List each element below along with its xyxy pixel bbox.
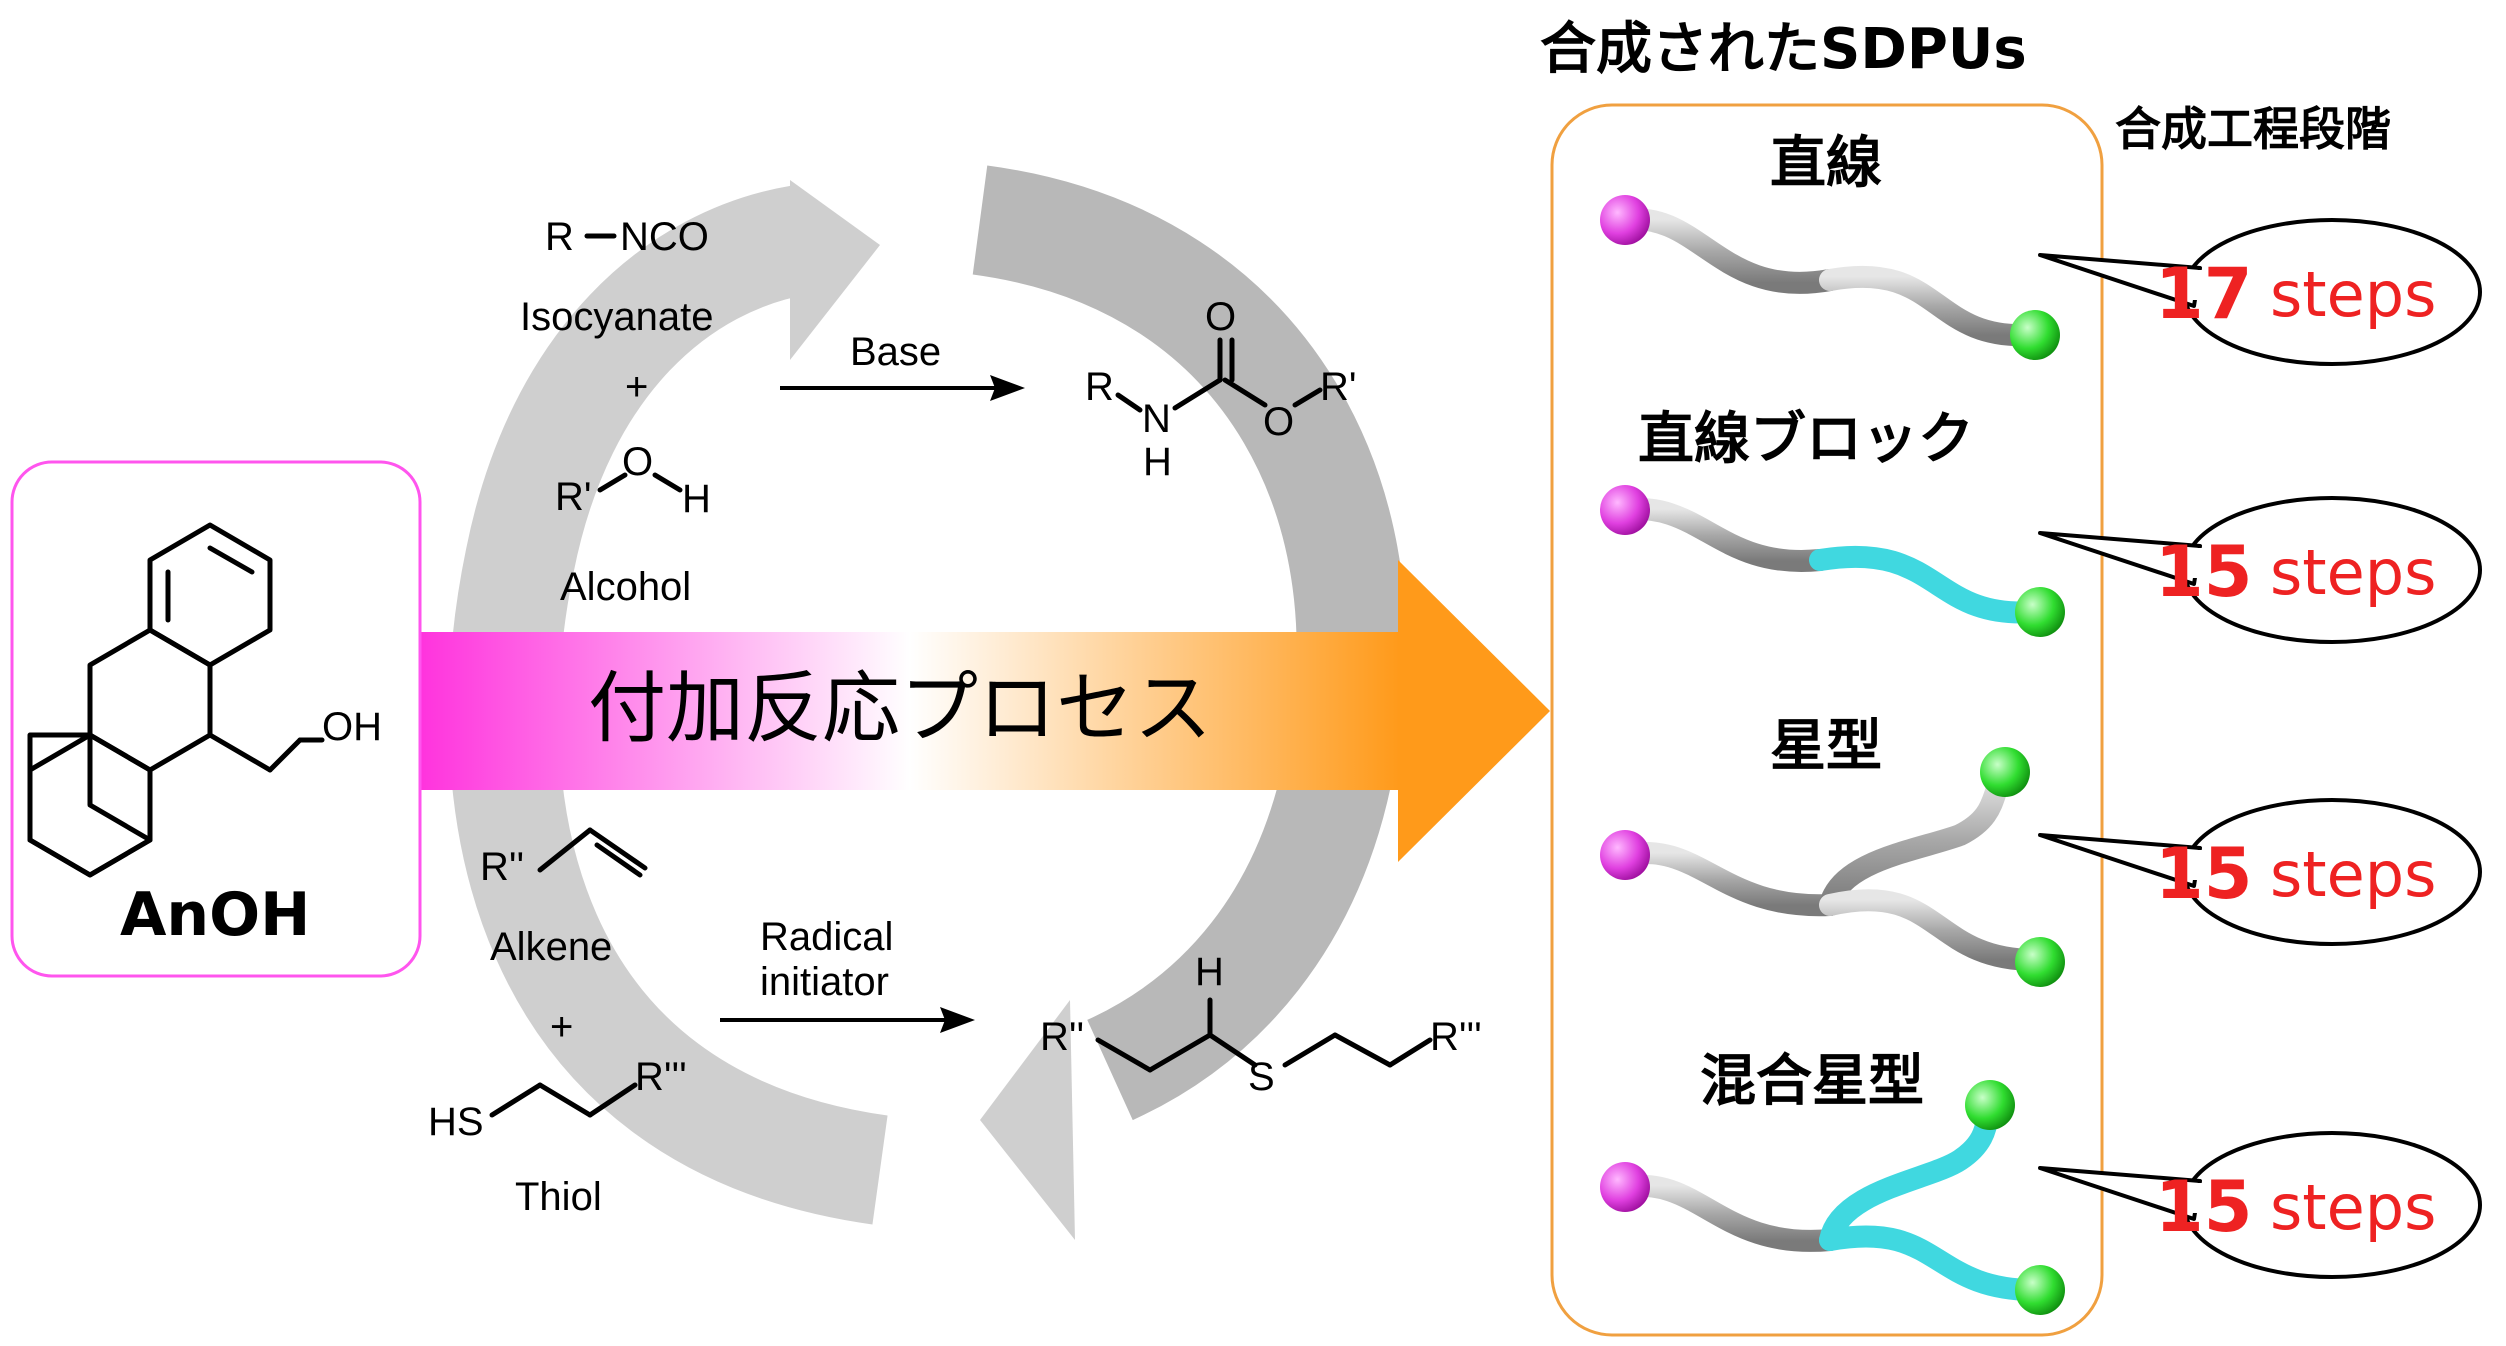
sdpu-item-3-name: 星型 xyxy=(1770,714,1882,779)
alkene-name: Alkene xyxy=(490,925,612,969)
alcohol-o: O xyxy=(622,440,653,484)
thiolene-product-r2: R''' xyxy=(1430,1015,1482,1059)
thiolene-product-r: R'' xyxy=(1040,1015,1084,1059)
isocyanate-nco: NCO xyxy=(620,215,709,259)
sdpu-item-1-name: 直線 xyxy=(1770,131,1882,196)
thiol-name: Thiol xyxy=(515,1175,602,1219)
steps-callout-4-number: 15 xyxy=(2155,1166,2252,1248)
urethane-product-r: R xyxy=(1085,365,1114,409)
plus-sign-urethane: + xyxy=(625,365,648,409)
urethane-product-n: N xyxy=(1142,397,1171,441)
sdpu-item-4-name: 混合星型 xyxy=(1700,1049,1924,1114)
sdpu-item-3-polymer xyxy=(1600,747,2065,987)
thiolene-reagent-line2: initiator xyxy=(760,960,889,1004)
urethane-reagent: Base xyxy=(850,330,941,374)
plus-sign-thiolene: + xyxy=(550,1005,573,1049)
process-arrow xyxy=(420,560,1550,862)
cycle-arrowhead-top xyxy=(790,180,880,360)
alcohol-h: H xyxy=(682,477,711,521)
anthracene-structure xyxy=(27,522,325,878)
sdpu-box xyxy=(1550,103,2104,1337)
process-label: 付加反応プロセス xyxy=(588,664,1212,754)
anoh-label: AnOH xyxy=(120,880,310,950)
alcohol-name: Alcohol xyxy=(560,565,691,609)
steps-callout-4: 15 steps xyxy=(2038,1131,2482,1279)
alcohol-r: R' xyxy=(555,475,592,519)
anoh-oh-group: OH xyxy=(322,705,382,749)
steps-callout-1-unit: steps xyxy=(2270,258,2436,331)
steps-callout-3-unit: steps xyxy=(2270,838,2436,911)
alkene-r: R'' xyxy=(480,845,524,889)
anoh-box xyxy=(10,460,422,978)
sdpu-item-2-name: 直線ブロック xyxy=(1638,407,1974,472)
steps-callout-2: 15 steps xyxy=(2038,496,2482,644)
thiolene-product-s: S xyxy=(1248,1055,1275,1099)
thiol-r: R''' xyxy=(635,1055,687,1099)
steps-callout-2-number: 15 xyxy=(2155,531,2252,613)
sdpu-item-4-polymer xyxy=(1600,1080,2065,1315)
steps-callout-1: 17 steps xyxy=(2038,218,2482,366)
urethane-product-carbonyl-o: O xyxy=(1205,295,1236,339)
steps-callout-3-number: 15 xyxy=(2155,833,2252,915)
thiolene-reaction: R'' Alkene + HS R''' Thiol Radical initi… xyxy=(428,827,1482,1219)
isocyanate-name: Isocyanate xyxy=(520,295,713,339)
urethane-product-r2: R' xyxy=(1320,365,1357,409)
isocyanate-r: R xyxy=(545,215,574,259)
thiolene-product-h: H xyxy=(1195,950,1224,994)
urethane-reaction: R NCO Isocyanate + R' O H Alcohol Base R… xyxy=(520,215,1357,609)
sdpu-item-2-polymer xyxy=(1600,485,2065,637)
sdpu-title: 合成されたSDPUs xyxy=(1540,17,2027,82)
steps-callout-1-number: 17 xyxy=(2155,253,2252,335)
steps-callout-4-unit: steps xyxy=(2270,1171,2436,1244)
urethane-product-ester-o: O xyxy=(1263,400,1294,444)
steps-callout-3: 15 steps xyxy=(2038,798,2482,946)
thiolene-reagent-line1: Radical xyxy=(760,915,893,959)
cycle-arrowhead-bottom xyxy=(980,1000,1075,1240)
sdpu-item-1-polymer xyxy=(1600,195,2060,360)
steps-callout-2-unit: steps xyxy=(2270,536,2436,609)
steps-header: 合成工程段階 xyxy=(2115,102,2391,156)
urethane-product-h: H xyxy=(1143,440,1172,484)
thiol-hs: HS xyxy=(428,1100,484,1144)
